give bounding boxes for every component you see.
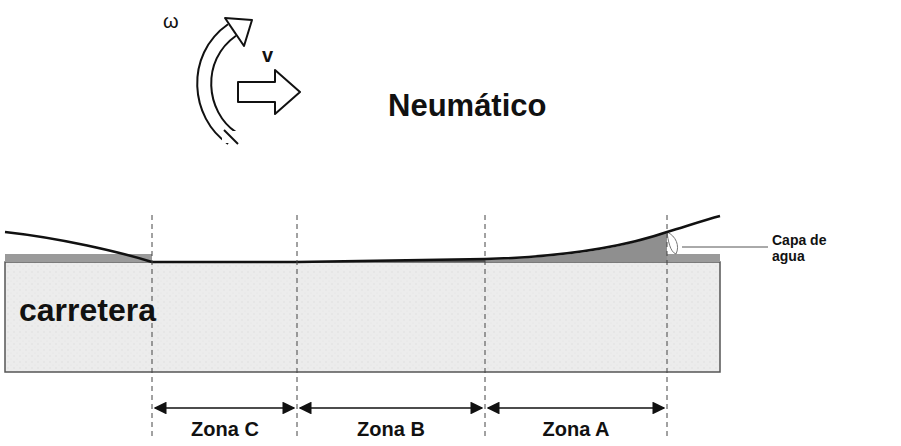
road-label: carretera <box>19 292 156 329</box>
water-curl <box>667 232 678 254</box>
road-region: carretera <box>5 262 720 372</box>
water-layer-label: Capa de agua <box>772 232 842 264</box>
zone-label: Zona C <box>191 418 259 441</box>
tire-contour <box>5 216 720 262</box>
road-body <box>5 262 720 372</box>
angular-velocity-symbol: ω <box>163 10 179 33</box>
tire-label: Neumático <box>388 88 546 124</box>
zone-arrows <box>155 407 664 409</box>
zone-boundaries <box>152 215 667 440</box>
zone-label: Zona B <box>357 418 425 441</box>
zone-label: Zona A <box>542 418 609 441</box>
water-layer <box>667 254 720 262</box>
velocity-symbol: v <box>262 44 273 67</box>
leader-line <box>682 247 768 248</box>
velocity-arrow <box>238 70 300 114</box>
